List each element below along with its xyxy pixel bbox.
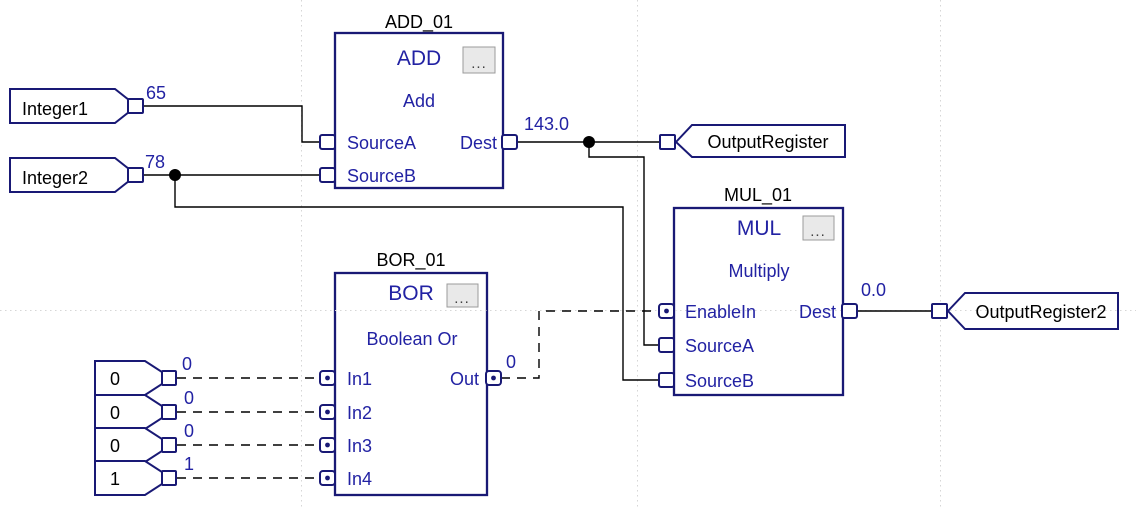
- connector-integer2[interactable]: [127, 167, 144, 183]
- pin-add-sourcea[interactable]: [319, 134, 336, 150]
- boolean-pin-dot-icon: [325, 442, 330, 448]
- ellipsis-icon: ...: [454, 290, 470, 307]
- value-constant-3: 0: [184, 421, 194, 441]
- boolean-pin-dot-icon: [491, 375, 496, 381]
- connector-constant2[interactable]: [161, 404, 177, 420]
- constant-1-literal: 0: [110, 369, 120, 389]
- block-add-properties-button[interactable]: [462, 46, 496, 74]
- shape-layer: [9, 31, 1119, 497]
- pin-label-mul-sourcea: SourceA: [685, 336, 754, 356]
- value-integer1: 65: [146, 83, 166, 103]
- wire-integer1-to-add-sourcea[interactable]: [143, 105, 320, 143]
- boolean-pin-dot-icon: [325, 375, 330, 381]
- value-integer2: 78: [145, 152, 165, 172]
- constant-3-literal: 0: [110, 436, 120, 456]
- constant-2-shape[interactable]: [94, 394, 163, 430]
- block-bor-properties-button[interactable]: [446, 283, 479, 308]
- wire-junction-dot: [583, 136, 595, 148]
- constant-3-shape[interactable]: [94, 427, 163, 463]
- pin-label-add-dest: Dest: [460, 133, 497, 153]
- pin-add-dest[interactable]: [501, 134, 518, 150]
- pin-label-bor-in1: In1: [347, 369, 372, 389]
- value-mul-dest: 0.0: [861, 280, 886, 300]
- pin-mul-sourceb[interactable]: [658, 372, 675, 388]
- output-ref-outputregister-shape[interactable]: [674, 124, 846, 158]
- wire-junction-dot: [169, 169, 181, 181]
- value-constant-4: 1: [184, 454, 194, 474]
- block-mul-title: MUL_01: [724, 185, 792, 206]
- wire-bor-out-to-mul-enablein[interactable]: [501, 310, 659, 379]
- input-ref-integer2-label: Integer2: [22, 168, 88, 188]
- block-bor-description: Boolean Or: [366, 329, 457, 349]
- block-bor-title: BOR_01: [376, 250, 445, 271]
- constant-4-shape[interactable]: [94, 460, 163, 496]
- block-mul-description: Multiply: [728, 261, 789, 281]
- connector-outputregister[interactable]: [659, 134, 676, 150]
- output-ref-outputregister2-label: OutputRegister2: [975, 302, 1106, 322]
- pin-label-bor-out: Out: [450, 369, 479, 389]
- boolean-pin-dot-icon: [664, 308, 669, 314]
- input-ref-integer1-label: Integer1: [22, 99, 88, 119]
- output-ref-outputregister-label: OutputRegister: [707, 132, 828, 152]
- pin-label-add-sourcea: SourceA: [347, 133, 416, 153]
- constant-1-shape[interactable]: [94, 360, 163, 396]
- boolean-pin-dot-icon: [325, 475, 330, 481]
- pin-label-bor-in2: In2: [347, 403, 372, 423]
- pin-label-bor-in3: In3: [347, 436, 372, 456]
- pin-mul-sourcea[interactable]: [658, 337, 675, 353]
- constant-2-literal: 0: [110, 403, 120, 423]
- block-add-opcode: ADD: [397, 47, 441, 70]
- ellipsis-icon: ...: [471, 55, 487, 72]
- block-bor-opcode: BOR: [388, 282, 434, 305]
- connector-constant3[interactable]: [161, 437, 177, 453]
- wire-add-dest-to-mul-sourcea[interactable]: [588, 142, 659, 346]
- connector-constant1[interactable]: [161, 370, 177, 386]
- connector-constant4[interactable]: [161, 470, 177, 486]
- pin-add-sourceb[interactable]: [319, 167, 336, 183]
- block-add-title: ADD_01: [385, 12, 453, 33]
- pin-label-mul-dest: Dest: [799, 302, 836, 322]
- output-ref-outputregister2-shape[interactable]: [946, 292, 1119, 330]
- value-add-dest: 143.0: [524, 114, 569, 134]
- value-bor-out: 0: [506, 352, 516, 372]
- pin-label-mul-enablein: EnableIn: [685, 302, 756, 322]
- pin-mul-dest[interactable]: [841, 303, 858, 319]
- wire-layer: [143, 105, 932, 479]
- pin-label-bor-in4: In4: [347, 469, 372, 489]
- connector-outputregister2[interactable]: [931, 303, 948, 319]
- boolean-pin-dot-icon: [325, 409, 330, 415]
- pin-label-mul-sourceb: SourceB: [685, 371, 754, 391]
- pin-layer: [127, 98, 948, 486]
- value-constant-2: 0: [184, 388, 194, 408]
- ellipsis-icon: ...: [810, 223, 826, 240]
- block-mul-opcode: MUL: [737, 217, 781, 240]
- block-add-description: Add: [403, 91, 435, 111]
- constant-4-literal: 1: [110, 469, 120, 489]
- pin-label-add-sourceb: SourceB: [347, 166, 416, 186]
- connector-integer1[interactable]: [127, 98, 144, 114]
- text-layer: ADD_01 ADD ... Add SourceA SourceB Dest …: [22, 12, 1107, 489]
- wire-integer2-to-mul-sourceb[interactable]: [174, 175, 659, 381]
- value-constant-1: 0: [182, 354, 192, 374]
- block-mul-properties-button[interactable]: [802, 215, 835, 241]
